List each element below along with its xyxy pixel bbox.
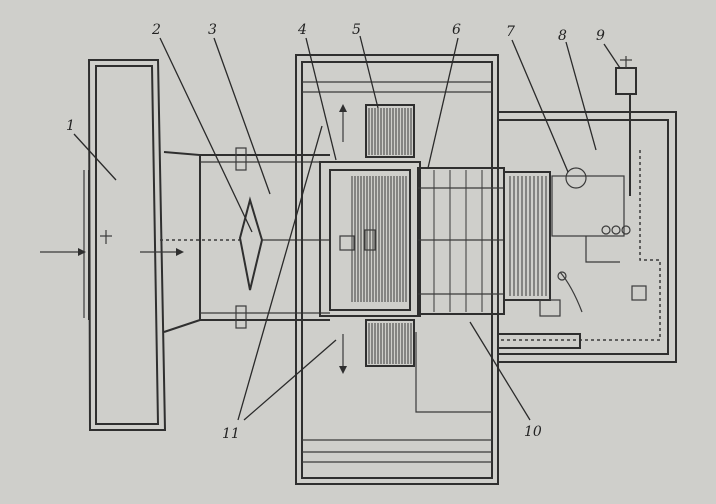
label-8: 8 bbox=[558, 28, 567, 44]
label-10: 10 bbox=[524, 424, 542, 440]
lower-exchanger bbox=[365, 319, 415, 367]
callout-labels: 1 2 3 4 5 6 7 8 9 10 11 bbox=[66, 22, 605, 442]
inlet-duct bbox=[160, 147, 330, 333]
left-panel bbox=[83, 59, 167, 431]
label-6: 6 bbox=[452, 22, 461, 38]
top-device bbox=[615, 56, 637, 196]
callout-lines bbox=[73, 35, 621, 421]
label-11: 11 bbox=[222, 426, 240, 442]
central-frame bbox=[295, 54, 499, 485]
label-7: 7 bbox=[506, 24, 515, 40]
right-cabinet bbox=[498, 111, 677, 363]
label-1: 1 bbox=[66, 118, 75, 134]
upper-exchanger bbox=[365, 104, 415, 158]
label-3: 3 bbox=[208, 22, 217, 38]
label-5: 5 bbox=[352, 22, 361, 38]
label-9: 9 bbox=[596, 28, 605, 44]
label-4: 4 bbox=[297, 22, 307, 38]
label-2: 2 bbox=[151, 22, 161, 38]
airflow-arrows bbox=[40, 104, 347, 374]
